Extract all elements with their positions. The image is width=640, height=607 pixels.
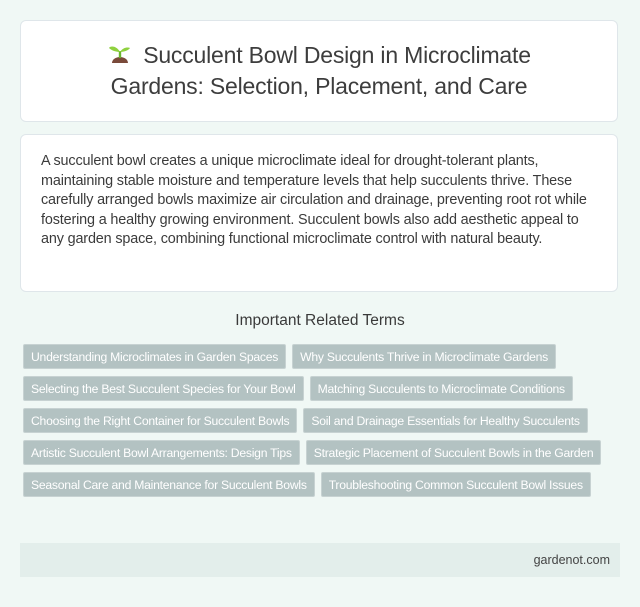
related-term-tag[interactable]: Troubleshooting Common Succulent Bowl Is… bbox=[320, 472, 591, 497]
related-terms-list: Understanding Microclimates in Garden Sp… bbox=[23, 344, 623, 497]
related-term-tag[interactable]: Soil and Drainage Essentials for Healthy… bbox=[303, 408, 588, 433]
related-term-tag[interactable]: Artistic Succulent Bowl Arrangements: De… bbox=[23, 440, 300, 465]
related-term-tag[interactable]: Understanding Microclimates in Garden Sp… bbox=[23, 344, 287, 369]
title-card: Succulent Bowl Design in Microclimate Ga… bbox=[20, 20, 618, 122]
related-term-tag[interactable]: Seasonal Care and Maintenance for Succul… bbox=[23, 472, 315, 497]
related-term-tag[interactable]: Choosing the Right Container for Succule… bbox=[23, 408, 298, 433]
page-title-text: Succulent Bowl Design in Microclimate Ga… bbox=[110, 42, 531, 99]
related-term-tag[interactable]: Selecting the Best Succulent Species for… bbox=[23, 376, 304, 401]
intro-card: A succulent bowl creates a unique microc… bbox=[20, 134, 618, 292]
related-term-tag[interactable]: Why Succulents Thrive in Microclimate Ga… bbox=[292, 344, 557, 369]
footer-site-link[interactable]: gardenot.com bbox=[533, 553, 610, 567]
sprout-icon bbox=[109, 46, 131, 66]
page-title: Succulent Bowl Design in Microclimate Ga… bbox=[84, 40, 554, 102]
intro-paragraph: A succulent bowl creates a unique microc… bbox=[41, 153, 587, 247]
footer: gardenot.com bbox=[20, 543, 620, 577]
related-term-tag[interactable]: Matching Succulents to Microclimate Cond… bbox=[309, 376, 573, 401]
related-term-tag[interactable]: Strategic Placement of Succulent Bowls i… bbox=[305, 440, 602, 465]
related-terms-heading: Important Related Terms bbox=[235, 312, 405, 329]
